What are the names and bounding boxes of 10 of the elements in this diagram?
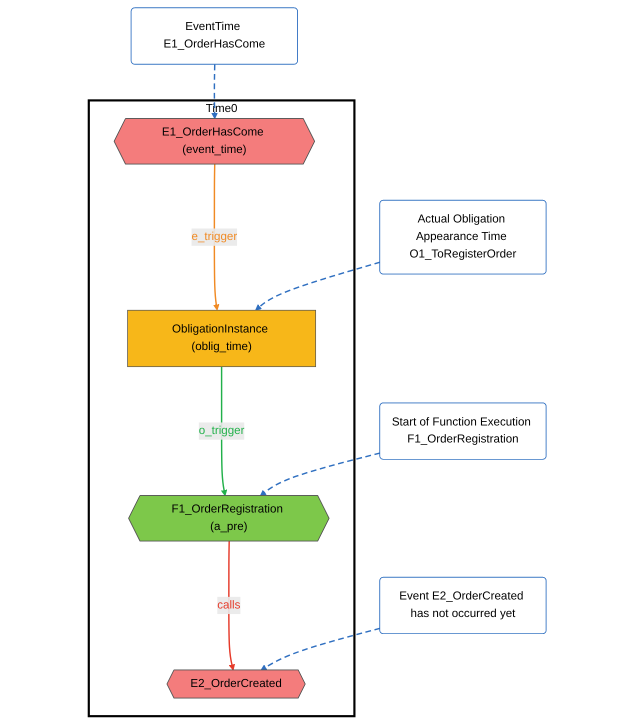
edge-label: calls bbox=[216, 598, 240, 612]
edge-label: o_trigger bbox=[198, 424, 244, 437]
node-box: ObligationInstance (oblig_time) bbox=[126, 310, 316, 368]
arrow bbox=[254, 261, 380, 311]
arrow bbox=[210, 64, 218, 120]
arrow bbox=[212, 164, 219, 311]
arrow bbox=[259, 452, 380, 496]
arrow bbox=[228, 541, 235, 671]
arrow bbox=[260, 628, 380, 671]
edge-label: e_trigger bbox=[191, 230, 237, 243]
